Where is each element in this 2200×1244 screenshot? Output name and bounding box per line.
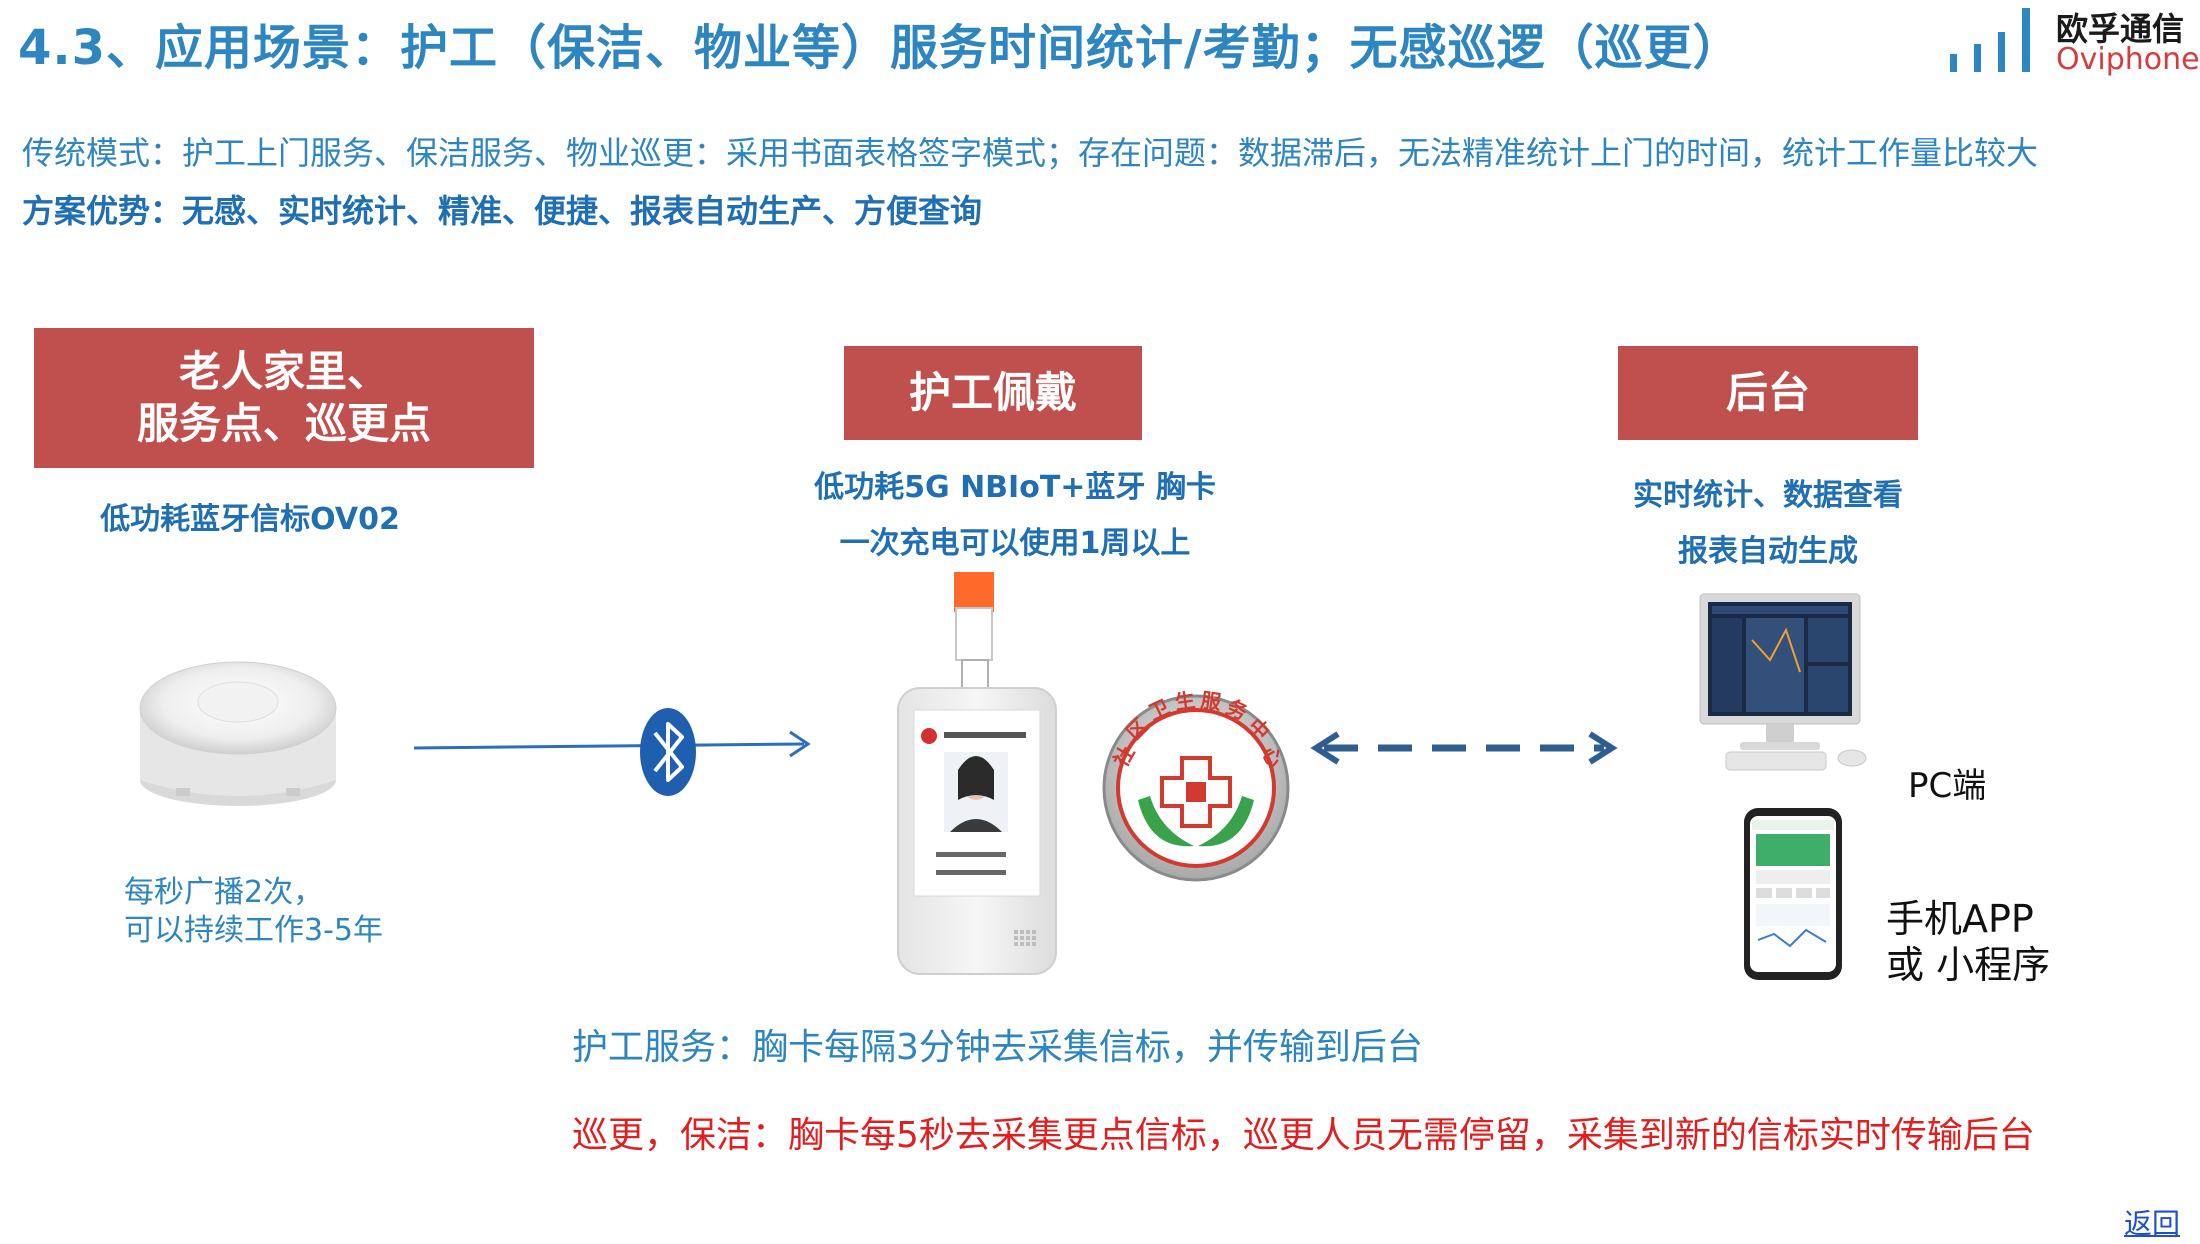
pc-monitor-image (1699, 593, 1867, 771)
pc-label: PC端 (1908, 766, 1987, 806)
backend-feature-line1: 实时统计、数据查看 (1633, 478, 1903, 513)
health-center-seal-image: 社 区 卫 生 服 务 中 心 (1102, 689, 1290, 882)
beacon-device-label: 低功耗蓝牙信标OV02 (100, 502, 400, 537)
badge-spec-line1: 低功耗5G NBIoT+蓝牙 胸卡 (814, 470, 1216, 505)
seal-char: 生 (1174, 689, 1197, 715)
app-label-line1: 手机APP (1886, 897, 2034, 941)
back-link[interactable]: 返回 (2124, 1207, 2181, 1240)
badge-spec-line2: 一次充电可以使用1周以上 (839, 526, 1191, 561)
chest-badge-image (897, 572, 1057, 975)
backend-feature-line2: 报表自动生成 (1678, 534, 1858, 569)
caregiver-wear-box: 护工佩戴 (844, 346, 1142, 440)
beacon-to-badge-arrow (413, 730, 811, 758)
patrol-note: 巡更，保洁：胸卡每5秒去采集更点信标，巡更人员无需停留，采集到新的信标实时传输后… (572, 1115, 2035, 1156)
home-title-line2: 服务点、巡更点 (136, 399, 431, 448)
home-title-line1: 老人家里、 (178, 346, 389, 396)
mobile-phone-image (1744, 808, 1842, 980)
beacon-broadcast-note: 每秒广播2次， 可以持续工作3-5年 (124, 874, 383, 950)
backend-box: 后台 (1618, 346, 1918, 440)
beacon-device-image (139, 661, 337, 806)
home-service-point-box: 老人家里、 服务点、巡更点 (34, 328, 534, 468)
app-label-line2: 或 小程序 (1886, 943, 2051, 987)
service-note: 护工服务：胸卡每隔3分钟去采集信标，并传输到后台 (572, 1027, 1423, 1068)
mobile-app-label: 手机APP 或 小程序 (1886, 896, 2050, 988)
solution-advantage-text: 方案优势：无感、实时统计、精准、便捷、报表自动生产、方便查询 (22, 192, 983, 230)
traditional-mode-text: 传统模式：护工上门服务、保洁服务、物业巡更：采用书面表格签字模式；存在问题：数据… (22, 134, 2039, 172)
bluetooth-icon (640, 708, 696, 796)
logo-text-en: Oviphone (2056, 42, 2200, 77)
beacon-note-line1: 每秒广播2次， (124, 875, 324, 910)
seal-char: 服 (1199, 689, 1223, 715)
logo-text-cn: 欧孚通信 (2056, 10, 2185, 48)
badge-backend-dashed-arrow (1310, 731, 1618, 765)
beacon-note-line2: 可以持续工作3-5年 (124, 913, 383, 948)
logo-mark (1950, 8, 2030, 72)
page-title: 4.3、应用场景：护工（保洁、物业等）服务时间统计/考勤；无感巡逻（巡更） (18, 20, 1742, 76)
